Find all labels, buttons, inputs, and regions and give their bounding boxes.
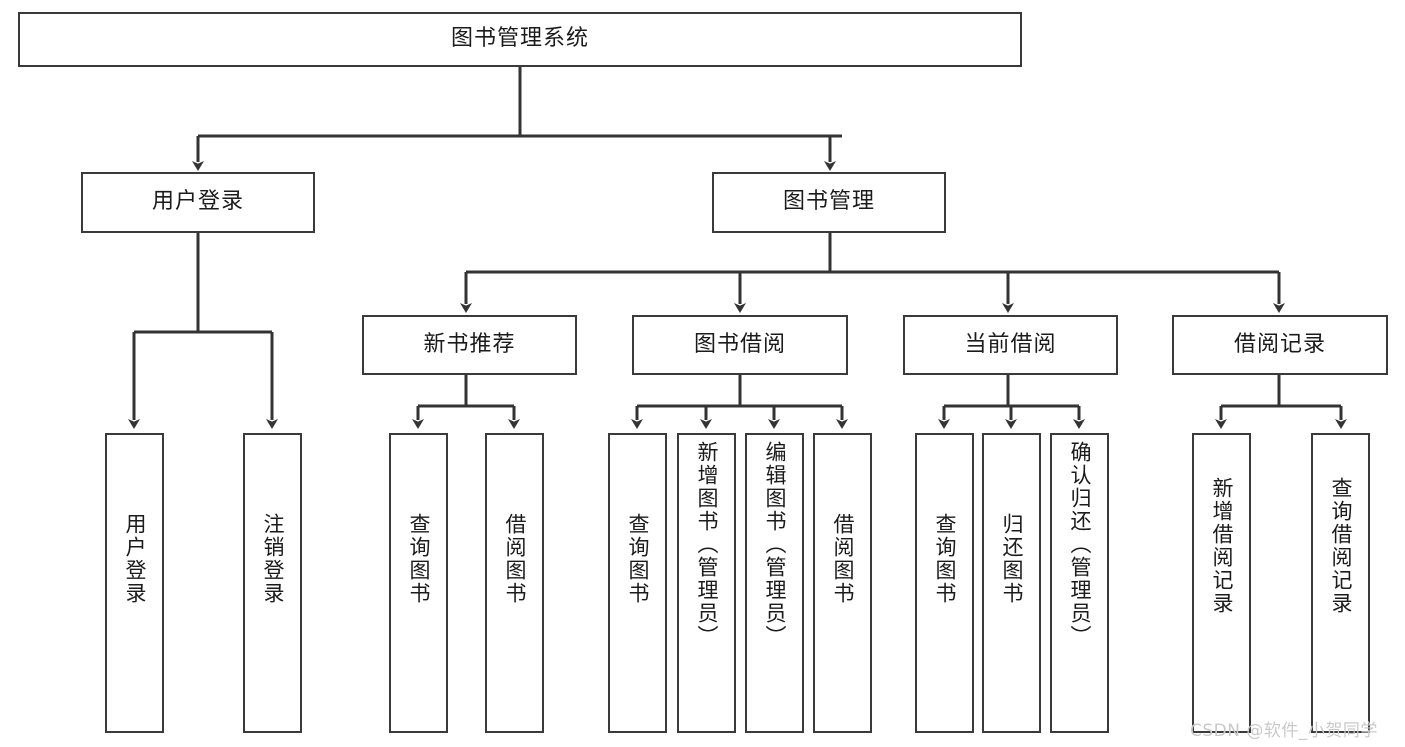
node-root-label: 图书管理系统 — [450, 26, 589, 52]
node-leaf-borrow-book-1-label: 借阅图书 — [502, 513, 527, 605]
node-leaf-user-login-label: 用户登录 — [122, 513, 147, 605]
node-leaf-confirm-return-label: 确认归还（管理员） — [1067, 441, 1092, 648]
node-leaf-query-book-1[interactable]: 查询图书 — [389, 433, 448, 733]
node-current-borrow[interactable]: 当前借阅 — [903, 315, 1118, 375]
node-leaf-logout-login-label: 注销登录 — [260, 513, 285, 605]
node-borrow-record[interactable]: 借阅记录 — [1172, 315, 1388, 375]
node-book-manage[interactable]: 图书管理 — [712, 172, 946, 233]
node-current-borrow-label: 当前借阅 — [964, 331, 1057, 357]
node-new-book-recommend-label: 新书推荐 — [423, 331, 516, 357]
node-leaf-return-book-label: 归还图书 — [999, 513, 1024, 605]
node-leaf-edit-book[interactable]: 编辑图书（管理员） — [745, 433, 804, 733]
node-leaf-query-book-2[interactable]: 查询图书 — [608, 433, 667, 733]
node-user-login[interactable]: 用户登录 — [81, 172, 315, 233]
node-leaf-borrow-book-1[interactable]: 借阅图书 — [485, 433, 544, 733]
node-leaf-query-book-1-label: 查询图书 — [406, 513, 431, 605]
node-root[interactable]: 图书管理系统 — [18, 12, 1022, 67]
node-leaf-add-record[interactable]: 新增借阅记录 — [1192, 433, 1251, 733]
watermark-label: CSDN @软件_小贺同学 — [1190, 721, 1378, 741]
node-leaf-query-record[interactable]: 查询借阅记录 — [1311, 433, 1370, 733]
node-leaf-add-book[interactable]: 新增图书（管理员） — [677, 433, 736, 733]
node-leaf-borrow-book-2[interactable]: 借阅图书 — [813, 433, 872, 733]
node-new-book-recommend[interactable]: 新书推荐 — [362, 315, 577, 375]
node-book-borrow-label: 图书借阅 — [693, 331, 786, 357]
node-leaf-return-book[interactable]: 归还图书 — [982, 433, 1041, 733]
node-leaf-add-record-label: 新增借阅记录 — [1209, 477, 1234, 615]
node-leaf-logout-login[interactable]: 注销登录 — [243, 433, 302, 733]
node-leaf-borrow-book-2-label: 借阅图书 — [830, 513, 855, 605]
node-leaf-query-book-2-label: 查询图书 — [625, 513, 650, 605]
node-leaf-add-book-label: 新增图书（管理员） — [694, 441, 719, 648]
node-book-borrow[interactable]: 图书借阅 — [632, 315, 848, 375]
node-user-login-label: 用户登录 — [151, 189, 244, 215]
node-leaf-edit-book-label: 编辑图书（管理员） — [762, 441, 787, 648]
node-leaf-query-book-3-label: 查询图书 — [932, 513, 957, 605]
node-leaf-query-book-3[interactable]: 查询图书 — [915, 433, 974, 733]
node-book-manage-label: 图书管理 — [782, 189, 875, 215]
node-leaf-user-login[interactable]: 用户登录 — [105, 433, 164, 733]
node-borrow-record-label: 借阅记录 — [1233, 331, 1326, 357]
node-leaf-confirm-return[interactable]: 确认归还（管理员） — [1050, 433, 1109, 733]
node-leaf-query-record-label: 查询借阅记录 — [1328, 477, 1353, 615]
